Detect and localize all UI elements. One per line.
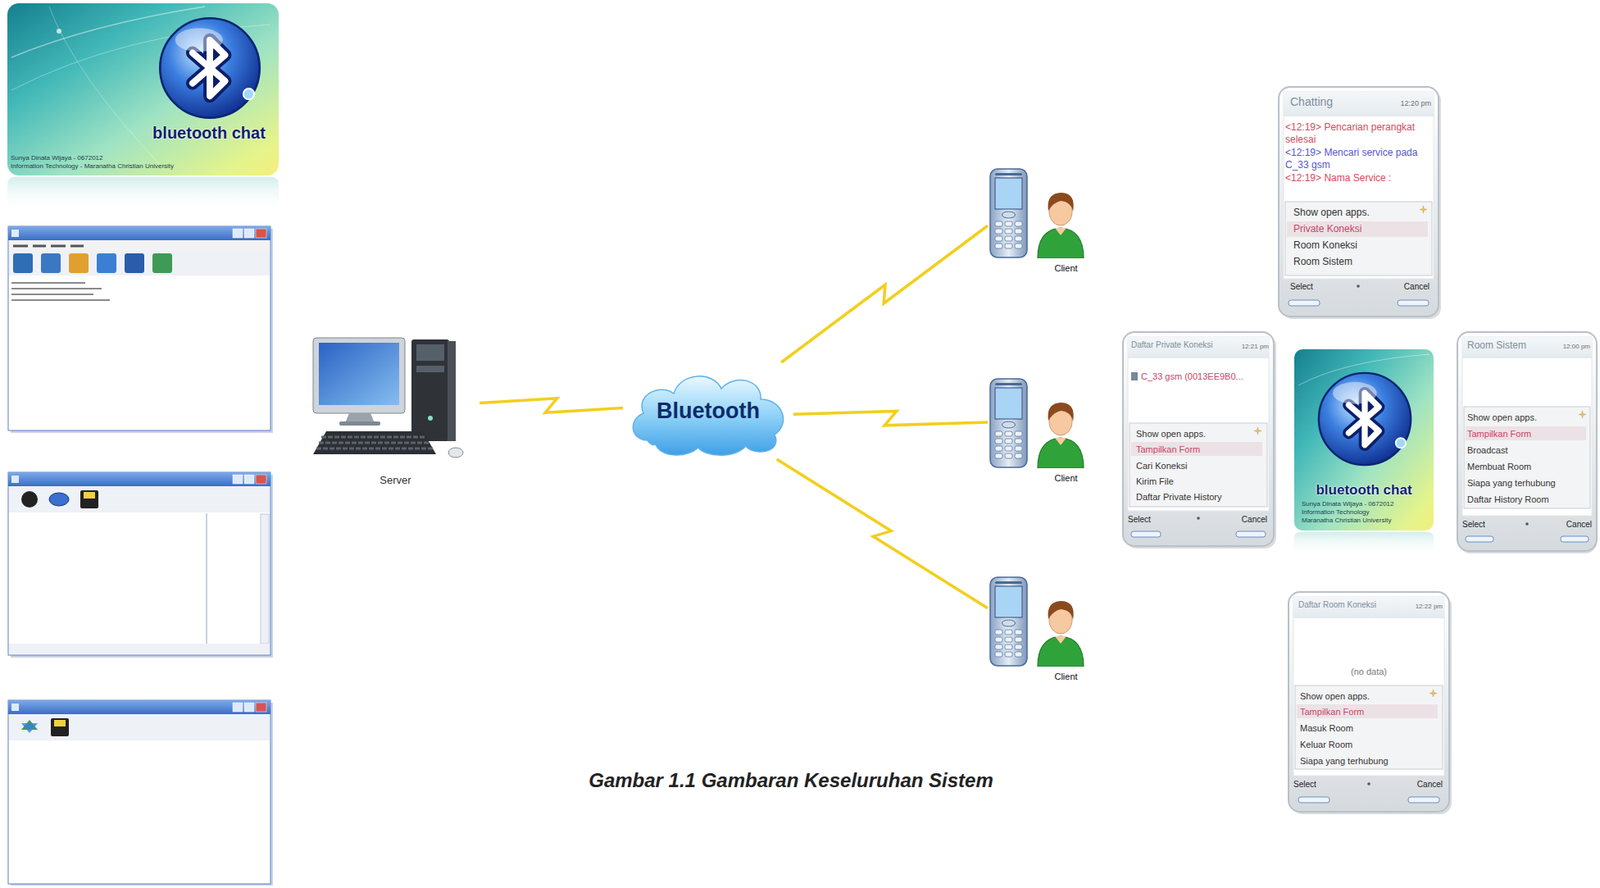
screen-title: Chatting (1290, 94, 1381, 110)
client-node: Client (987, 376, 1103, 487)
menu-item: Show open apps. (1300, 690, 1432, 702)
clock-text: 12:20 pm (1393, 98, 1432, 109)
screen-title: Daftar Private Koneksi (1131, 339, 1232, 350)
cloud-label: Bluetooth (656, 397, 760, 424)
credit-text: Sunya Dinata Wijaya - 0672012 (10, 154, 273, 163)
menu-item: Kirim File (1136, 475, 1264, 487)
server-computer (313, 337, 464, 458)
figure-caption: Gambar 1.1 Gambaran Keseluruhan Sistem (475, 768, 1107, 793)
node-label: Client (1035, 670, 1097, 682)
splash-title: bluetooth chat (147, 122, 271, 144)
chat-line: <12:19> Pencarian perangkat selesai (1285, 121, 1432, 146)
menu-item: Room Koneksi (1293, 239, 1425, 252)
menu-item: Masuk Room (1300, 722, 1432, 734)
menu-item: Cari Koneksi (1136, 459, 1264, 472)
splash-screen (7, 3, 279, 212)
bluetooth-link (781, 225, 988, 363)
screen-title: Room Sistem (1467, 339, 1553, 352)
softkey-label: Select (1127, 513, 1178, 525)
phone-splash (1294, 349, 1434, 555)
list-item: C_33 gsm (0013EE9B0... (1140, 370, 1266, 382)
node-label: Client (1035, 472, 1097, 484)
softkey-label: Select (1462, 518, 1512, 530)
server-window (8, 226, 273, 433)
client-node: Client (987, 166, 1103, 278)
menu-item: Private Koneksi (1293, 222, 1425, 236)
phone-screen-chat (1278, 86, 1441, 319)
menu-item: Tampilkan Form (1467, 427, 1587, 440)
server-node: Server (311, 334, 480, 491)
bluetooth-link (793, 410, 988, 425)
menu-item: Daftar Private History (1136, 490, 1264, 503)
splash-title: bluetooth chat (1294, 481, 1434, 500)
empty-note: (no data) (1288, 665, 1450, 678)
bluetooth-cloud: Bluetooth (622, 362, 794, 460)
menu-item: Show open apps. (1136, 427, 1264, 440)
phone-screen-private (1122, 331, 1277, 549)
menu-item: Show open apps. (1467, 411, 1587, 423)
node-label: Server (311, 473, 480, 487)
clock-text: 12:21 pm (1234, 342, 1269, 351)
chat-line: <12:19> Nama Service : (1285, 172, 1432, 185)
phone-screen-room-list (1288, 591, 1452, 814)
menu-item: Tampilkan Form (1136, 443, 1264, 455)
menu-item: Room Sistem (1293, 255, 1425, 269)
screen-title: Daftar Room Koneksi (1298, 599, 1400, 610)
menu-item: Daftar History Room (1467, 493, 1587, 505)
client-figures (990, 168, 1084, 667)
credit-text: Information Technology (1301, 508, 1432, 517)
credit-text: Maranatha Christian University (1301, 516, 1432, 525)
softkey-label: Select (1293, 778, 1343, 790)
phone-screen-room (1457, 331, 1597, 554)
menu-item: Siapa yang terhubung (1300, 754, 1432, 767)
menu-item: Broadcast (1467, 444, 1587, 456)
private-window (8, 700, 273, 886)
menu-item: Siapa yang terhubung (1467, 477, 1587, 489)
menu-item: Tampilkan Form (1300, 705, 1432, 718)
room-window (8, 472, 273, 658)
menu-item: Keluar Room (1300, 738, 1432, 750)
softkey-label: Cancel (1218, 513, 1268, 525)
client-node: Client (987, 574, 1103, 686)
menu-item: Show open apps. (1293, 206, 1425, 219)
chat-line: <12:19> Mencari service pada C_33 gsm (1285, 146, 1432, 172)
clock-text: 12:22 pm (1406, 602, 1443, 611)
node-label: Client (1035, 262, 1097, 274)
cloud-outline (632, 376, 783, 455)
menu-item: Membuat Room (1467, 460, 1587, 473)
softkey-label: Cancel (1383, 281, 1430, 292)
clock-text: 12:00 pm (1555, 342, 1591, 351)
softkey-label: Cancel (1544, 518, 1592, 530)
softkey-label: Cancel (1393, 778, 1443, 790)
bluetooth-link (479, 398, 623, 414)
bluetooth-link (777, 459, 988, 609)
credit-text: Information Technology - Maranatha Chris… (10, 162, 273, 171)
credit-text: Sunya Dinata Wijaya - 0672012 (1301, 500, 1432, 509)
softkey-label: Select (1290, 281, 1340, 292)
